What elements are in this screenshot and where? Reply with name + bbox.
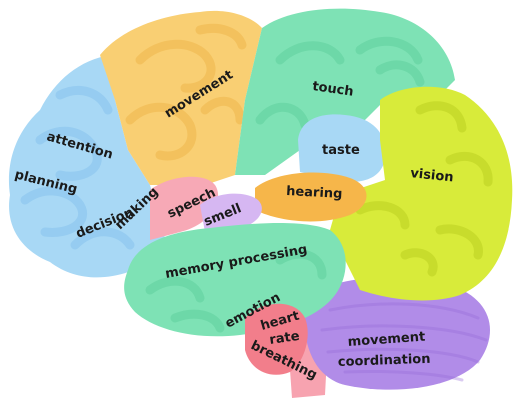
taste-region <box>298 114 386 182</box>
cerebellum-region <box>304 277 490 390</box>
brainstem-upper-region <box>245 303 308 375</box>
smell-region <box>200 193 262 232</box>
hearing-region <box>255 172 367 222</box>
speech-region <box>150 176 219 240</box>
label-touch: touch <box>311 79 354 100</box>
label-hearing: hearing <box>286 184 343 202</box>
label-rate: rate <box>268 329 300 348</box>
occipital-lobe-region <box>330 86 513 301</box>
label-taste: taste <box>322 143 360 158</box>
label-movement-coordination-2: coordination <box>338 352 431 370</box>
frontal-lobe-region <box>8 55 166 278</box>
label-movement-coordination-1: movement <box>347 330 425 350</box>
label-vision: vision <box>410 166 455 185</box>
